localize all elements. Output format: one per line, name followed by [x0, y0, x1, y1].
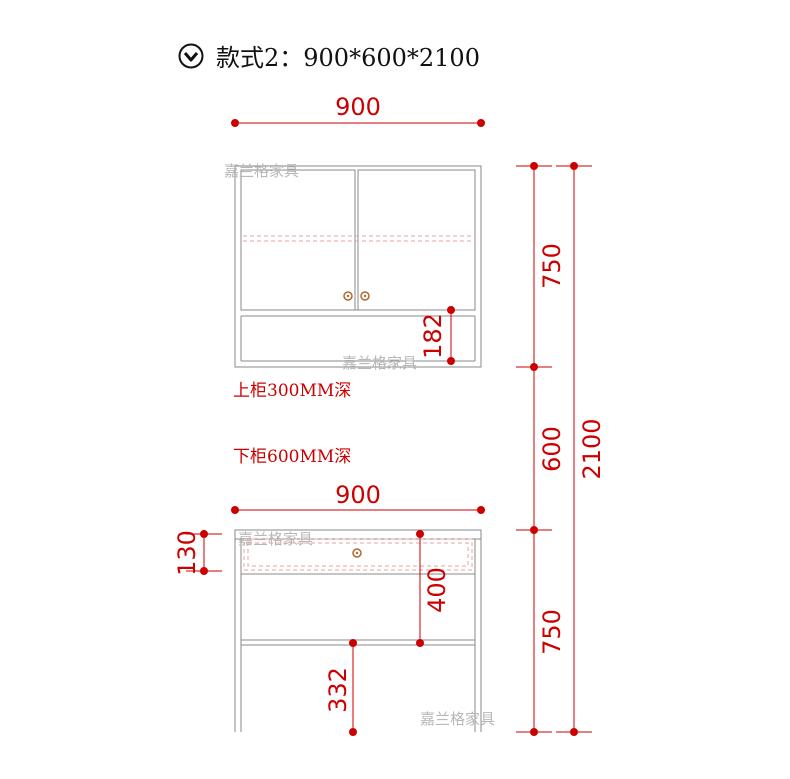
chevron-down-circle-icon	[178, 43, 204, 69]
page-title: 款式2：900*600*2100	[216, 44, 480, 72]
middle-gap-label: 600	[538, 426, 566, 472]
lower-height-label: 750	[538, 609, 566, 655]
upper-shelf-label: 182	[419, 313, 447, 359]
lower-depth-note: 下柜600MM深	[233, 447, 351, 467]
upper-shelf-dashed	[243, 235, 473, 242]
dimension-lines	[186, 119, 592, 736]
upper-cabinet	[234, 165, 482, 368]
knee-space-label: 400	[423, 567, 451, 613]
watermark: 嘉兰格家具	[224, 162, 299, 180]
drawer-height-label: 130	[173, 530, 201, 576]
drawer-knob	[352, 548, 362, 558]
lower-cabinet	[234, 529, 482, 732]
lower-shelf-label: 332	[324, 667, 352, 713]
upper-height-label: 750	[538, 243, 566, 289]
door-knob-left	[343, 291, 353, 301]
total-height-label: 2100	[578, 418, 606, 479]
watermark: 嘉兰格家具	[342, 354, 417, 372]
upper-depth-note: 上柜300MM深	[233, 381, 351, 401]
watermark: 嘉兰格家具	[238, 530, 313, 548]
door-knob-right	[360, 291, 370, 301]
drawer	[243, 538, 473, 571]
lower-width-label: 900	[335, 481, 381, 509]
watermark: 嘉兰格家具	[420, 710, 495, 728]
upper-width-label: 900	[335, 93, 381, 121]
